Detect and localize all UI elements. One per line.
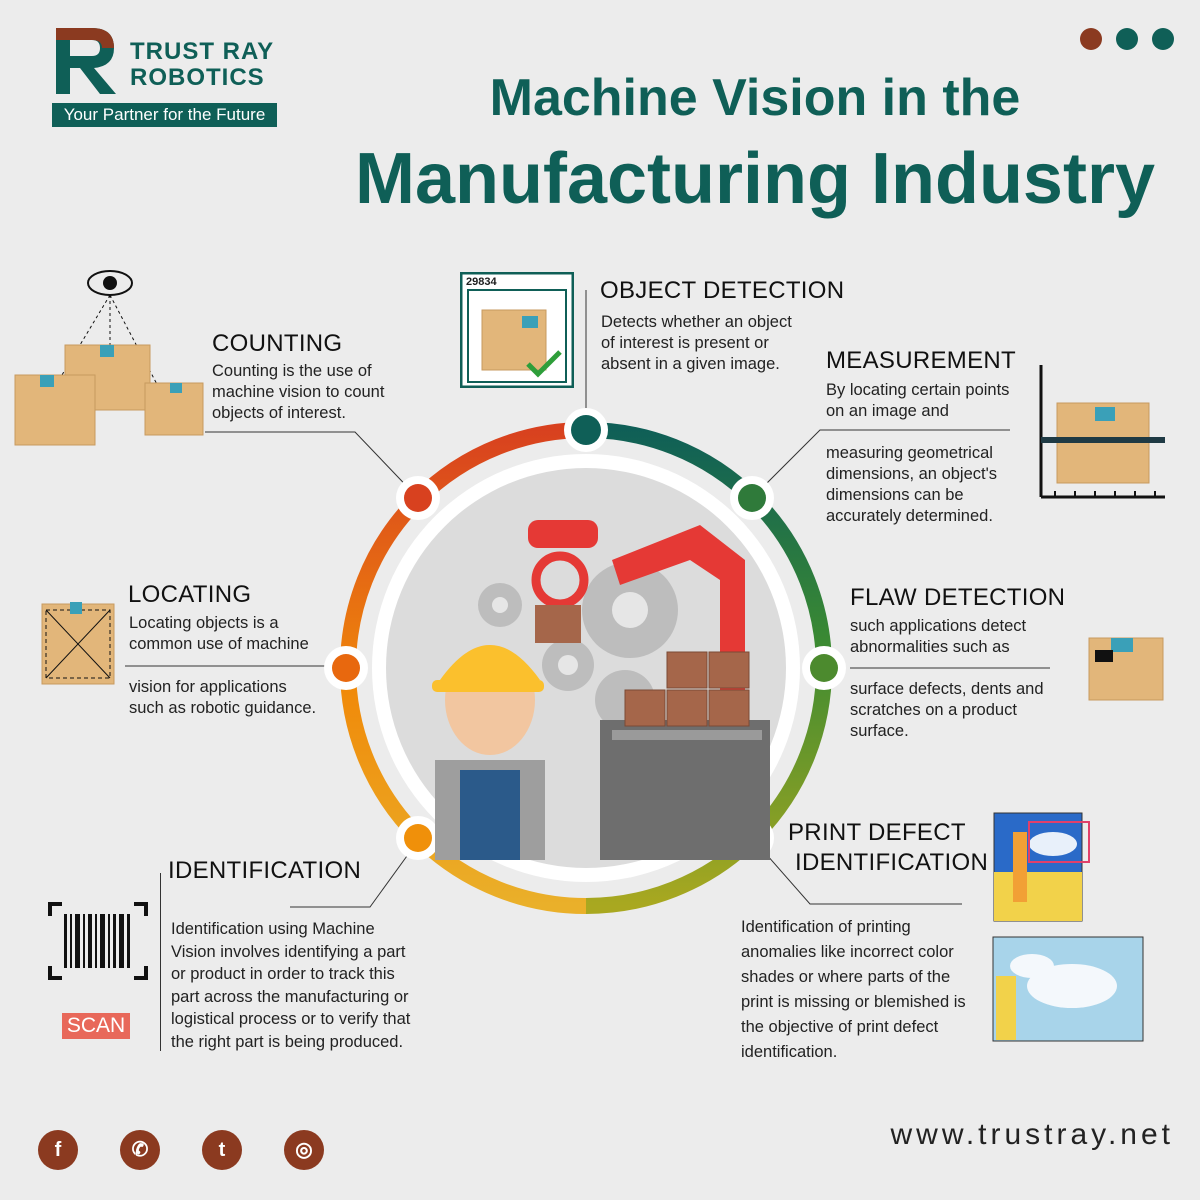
object-detection-text: Detects whether an object of interest is… (601, 312, 792, 375)
text-line: Identification using Machine (171, 920, 375, 938)
text-line: of interest is present or (601, 334, 769, 352)
text-line: shades or where parts of the (741, 968, 951, 986)
whatsapp-icon[interactable]: ✆ (120, 1130, 160, 1170)
print-sample-reference (992, 936, 1144, 1042)
text-line: surface defects, dents and (850, 680, 1044, 698)
flaw-detection-illustration (1088, 637, 1164, 701)
brand-name-line2: ROBOTICS (130, 64, 265, 91)
text-line: common use of machine (129, 635, 309, 653)
brand-name-line1: TRUST RAY (130, 38, 275, 65)
text-line: Identification of printing (741, 918, 911, 936)
text-line: anomalies like incorrect color (741, 943, 954, 961)
text-line: Detects whether an object (601, 313, 792, 331)
text-line: Vision involves identifying a part (171, 942, 406, 961)
page-title-line1: Machine Vision in the (489, 69, 1021, 127)
text-line: scratches on a product (850, 701, 1017, 719)
flaw-detection-heading: FLAW DETECTION (850, 584, 1066, 611)
decor-dot (1080, 28, 1102, 50)
identification-text: Identification using Machine Vision invo… (171, 918, 410, 1053)
identification-heading: IDENTIFICATION (168, 857, 362, 884)
decor-dot (1152, 28, 1174, 50)
text-line: Counting is the use of (212, 362, 372, 380)
measurement-text-top: By locating certain points on an image a… (826, 380, 1009, 422)
text-line: the objective of print defect (741, 1018, 939, 1036)
text-line: such applications detect (850, 617, 1027, 635)
text-line: on an image and (826, 402, 949, 420)
text-line: objects of interest. (212, 404, 346, 422)
print-defect-heading-line1: PRINT DEFECT (788, 819, 966, 846)
text-line: the right part is being produced. (171, 1032, 404, 1051)
decor-dot (1116, 28, 1138, 50)
print-defect-heading-line2: IDENTIFICATION (795, 849, 989, 876)
logo-mark (56, 28, 116, 94)
text-line: dimensions can be (826, 486, 964, 504)
text-line: logistical process or to verify that (171, 1010, 411, 1028)
text-line: dimensions, an object's (826, 465, 997, 483)
facebook-icon[interactable]: f (38, 1130, 78, 1170)
scan-label: SCAN (62, 1013, 130, 1039)
barcode-icon (48, 902, 148, 980)
text-line: or product in order to track this (171, 965, 395, 983)
flaw-detection-text-bottom: surface defects, dents and scratches on … (850, 679, 1044, 742)
locating-heading: LOCATING (128, 581, 252, 608)
twitter-icon[interactable]: t (202, 1130, 242, 1170)
text-line: part across the manufacturing or (171, 987, 409, 1006)
counting-illustration (14, 270, 204, 446)
print-defect-text: Identification of printing anomalies lik… (741, 915, 966, 1065)
measurement-text-bottom: measuring geometrical dimensions, an obj… (826, 443, 997, 527)
counting-text: Counting is the use of machine vision to… (212, 361, 384, 424)
counting-heading: COUNTING (212, 330, 343, 357)
measurement-illustration (1039, 365, 1165, 499)
website-url[interactable]: www.trustray.net (890, 1118, 1174, 1151)
divider (160, 873, 161, 1051)
text-line: such as robotic guidance. (129, 699, 317, 717)
instagram-icon[interactable]: ◎ (284, 1130, 324, 1170)
text-line: absent in a given image. (601, 355, 780, 373)
text-line: vision for applications (129, 678, 287, 696)
object-detection-heading: OBJECT DETECTION (600, 277, 845, 304)
text-line: accurately determined. (826, 507, 993, 525)
text-line: By locating certain points (826, 381, 1010, 399)
object-label-number: 29834 (466, 276, 497, 288)
brand-tagline: Your Partner for the Future (52, 103, 277, 127)
text-line: abnormalities such as (850, 638, 1010, 656)
print-sample-defective (993, 812, 1090, 922)
text-line: print is missing or blemished is (741, 993, 966, 1011)
locating-illustration (41, 602, 115, 685)
text-line: measuring geometrical (826, 444, 993, 462)
locating-text-bottom: vision for applications such as robotic … (129, 677, 316, 719)
text-line: identification. (741, 1043, 838, 1061)
object-detection-illustration (460, 272, 574, 388)
text-line: surface. (850, 722, 909, 740)
flaw-detection-text-top: such applications detect abnormalities s… (850, 616, 1026, 658)
text-line: machine vision to count (212, 383, 385, 401)
page-title-line2: Manufacturing Industry (354, 139, 1155, 219)
text-line: Locating objects is a (129, 614, 279, 632)
measurement-heading: MEASUREMENT (826, 347, 1016, 374)
locating-text-top: Locating objects is a common use of mach… (129, 613, 309, 655)
